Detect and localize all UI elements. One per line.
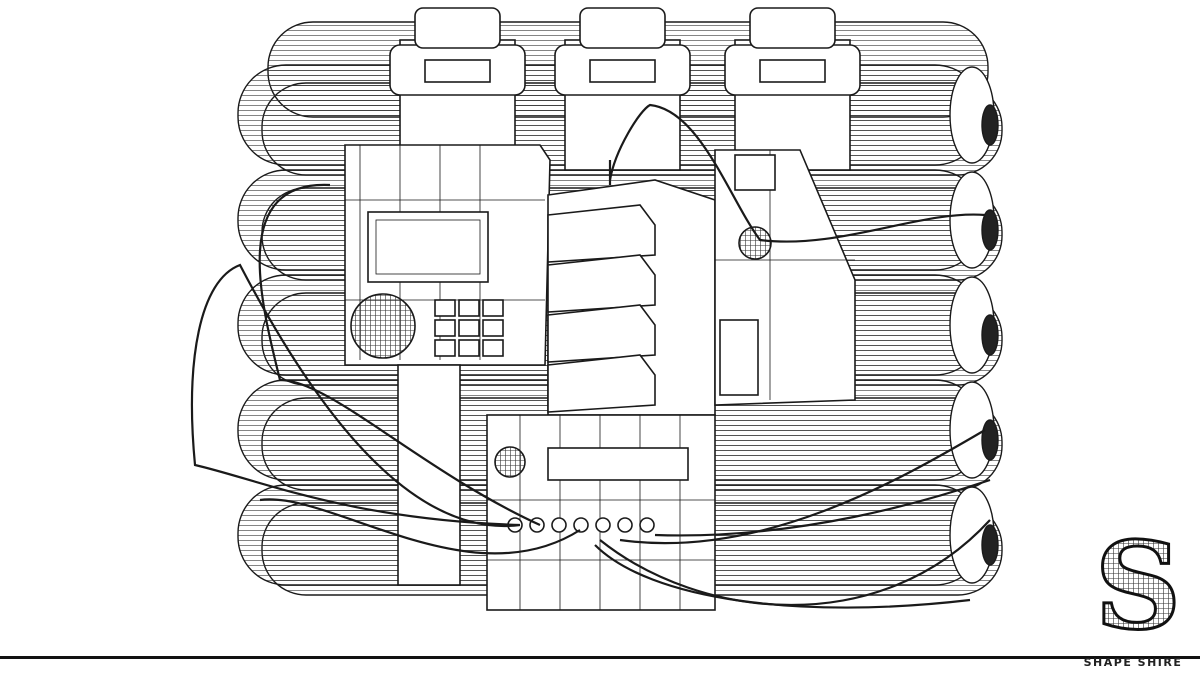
- strap-slot: [589, 59, 656, 83]
- strap-buckle: [579, 7, 666, 49]
- stick-end-cap: [981, 419, 999, 461]
- panel-slab: [547, 204, 656, 263]
- keypad-button: [458, 299, 480, 317]
- strap-slot: [759, 59, 826, 83]
- strap-buckle: [749, 7, 836, 49]
- stick-end-cap: [981, 104, 999, 146]
- keypad-button: [482, 339, 504, 357]
- keypad-button: [482, 319, 504, 337]
- keypad-button: [482, 299, 504, 317]
- keypad-button: [434, 319, 456, 337]
- shape-shire-logo: S: [1093, 528, 1183, 638]
- strap-slot: [424, 59, 491, 83]
- keypad-button: [458, 319, 480, 337]
- wires: [190, 103, 991, 609]
- wire-terminal: [595, 517, 611, 533]
- stick-end-cap: [981, 209, 999, 251]
- keypad-button: [434, 339, 456, 357]
- ground-line: [0, 656, 1200, 659]
- wire-terminal: [573, 517, 589, 533]
- keypad-button: [434, 299, 456, 317]
- panel-slab: [547, 254, 656, 313]
- stick-end-cap: [981, 524, 999, 566]
- detonator-device: [344, 144, 856, 611]
- brand-name: SHAPE SHIRE: [1083, 656, 1183, 669]
- stick-end-cap: [981, 314, 999, 356]
- panel-slab: [547, 304, 656, 363]
- svg-text:S: S: [1095, 528, 1182, 638]
- wire-terminal: [551, 517, 567, 533]
- strap-buckle: [414, 7, 501, 49]
- keypad-button: [458, 339, 480, 357]
- wire-terminal: [617, 517, 633, 533]
- wire-terminal: [639, 517, 655, 533]
- panel-slab: [547, 354, 656, 413]
